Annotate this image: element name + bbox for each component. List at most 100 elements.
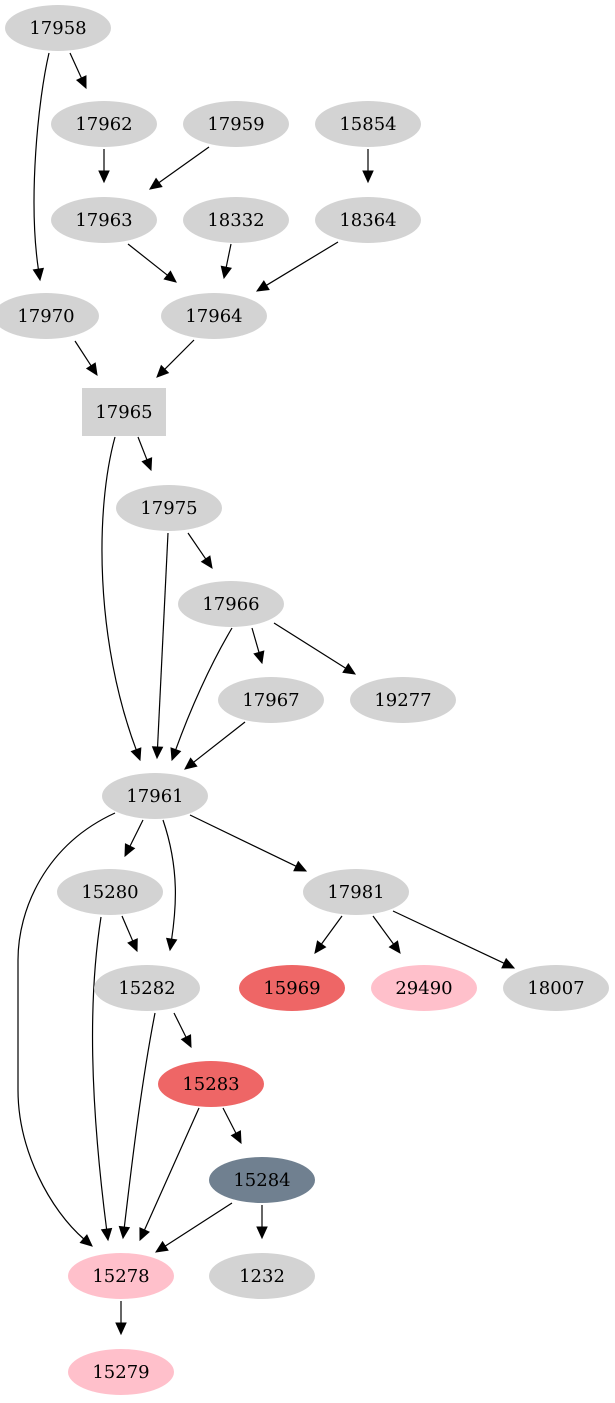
node-15854: 15854 bbox=[315, 101, 421, 147]
edge-18364-to-17964 bbox=[255, 241, 339, 292]
edge-15282-to-15278 bbox=[118, 1012, 156, 1240]
edge-15282-to-15283 bbox=[173, 1012, 192, 1049]
node-ellipse-shape bbox=[178, 581, 284, 627]
node-15284: 15284 bbox=[209, 1157, 315, 1203]
node-label: 18007 bbox=[527, 978, 584, 999]
edge-17961-to-15282 bbox=[162, 819, 178, 952]
edge-line bbox=[69, 52, 83, 80]
node-label: 17975 bbox=[140, 498, 197, 519]
edge-line bbox=[189, 814, 298, 868]
edge-line bbox=[74, 340, 93, 367]
node-label: 15279 bbox=[92, 1362, 149, 1383]
node-17981: 17981 bbox=[303, 869, 409, 915]
arrowhead-icon bbox=[124, 843, 136, 858]
arrowhead-icon bbox=[255, 280, 270, 292]
edge-line bbox=[163, 339, 195, 371]
node-17964: 17964 bbox=[161, 293, 267, 339]
edge-17961-to-15278 bbox=[17, 812, 116, 1247]
edge-17975-to-17961 bbox=[151, 532, 169, 760]
node-ellipse-shape bbox=[94, 965, 200, 1011]
node-15280: 15280 bbox=[57, 869, 163, 915]
node-ellipse-shape bbox=[315, 197, 421, 243]
edge-17961-to-15280 bbox=[124, 819, 144, 858]
edge-line bbox=[127, 243, 169, 277]
edge-line bbox=[17, 812, 116, 1240]
edge-line bbox=[123, 1012, 156, 1229]
edge-17962-to-17963 bbox=[98, 149, 110, 184]
edge-line bbox=[273, 622, 347, 670]
edge-17970-to-17965 bbox=[74, 340, 98, 377]
arrowhead-icon bbox=[200, 555, 213, 569]
edge-line bbox=[222, 1107, 237, 1135]
edge-15284-to-15278 bbox=[154, 1202, 233, 1253]
edge-line bbox=[137, 436, 148, 461]
arrowhead-icon bbox=[388, 940, 401, 954]
edge-17966-to-17961 bbox=[170, 627, 233, 762]
edge-line bbox=[251, 627, 260, 654]
edge-15283-to-15278 bbox=[139, 1107, 200, 1242]
arrowhead-icon bbox=[165, 937, 178, 952]
edge-line bbox=[225, 243, 232, 269]
node-ellipse-shape bbox=[68, 1349, 174, 1395]
node-ellipse-shape bbox=[371, 965, 477, 1011]
arrowhead-icon bbox=[151, 746, 164, 760]
node-ellipse-shape bbox=[315, 101, 421, 147]
node-17962: 17962 bbox=[51, 101, 157, 147]
node-18332: 18332 bbox=[183, 197, 289, 243]
node-17959: 17959 bbox=[183, 101, 289, 147]
arrowhead-icon bbox=[85, 362, 98, 377]
edge-17981-to-15969 bbox=[314, 915, 343, 954]
arrowhead-icon bbox=[118, 1225, 131, 1240]
node-17961: 17961 bbox=[102, 773, 208, 819]
edge-line bbox=[164, 1202, 233, 1248]
edge-17981-to-18007 bbox=[392, 910, 516, 969]
node-17963: 17963 bbox=[51, 197, 157, 243]
node-label: 15854 bbox=[339, 114, 396, 135]
node-label: 18364 bbox=[339, 210, 396, 231]
arrowhead-icon bbox=[149, 177, 163, 190]
arrowhead-icon bbox=[170, 747, 182, 762]
node-ellipse-shape bbox=[503, 965, 609, 1011]
node-label: 17962 bbox=[75, 114, 132, 135]
edge-line bbox=[392, 910, 506, 965]
edge-line bbox=[157, 146, 210, 184]
edge-line bbox=[101, 436, 138, 751]
node-ellipse-shape bbox=[350, 677, 456, 723]
arrowhead-icon bbox=[253, 650, 265, 665]
edge-17975-to-17966 bbox=[187, 532, 213, 569]
node-label: 17961 bbox=[126, 786, 183, 807]
edge-line bbox=[265, 241, 339, 287]
edge-line bbox=[174, 627, 233, 751]
node-15278: 15278 bbox=[68, 1253, 174, 1299]
arrowhead-icon bbox=[314, 940, 327, 954]
node-ellipse-shape bbox=[303, 869, 409, 915]
node-17965: 17965 bbox=[82, 388, 166, 436]
edge-line bbox=[320, 915, 343, 946]
arrowhead-icon bbox=[127, 938, 138, 953]
node-ellipse-shape bbox=[209, 1253, 315, 1299]
edge-15280-to-15282 bbox=[121, 915, 138, 953]
node-label: 15284 bbox=[233, 1170, 290, 1191]
node-15279: 15279 bbox=[68, 1349, 174, 1395]
edge-17958-to-17970 bbox=[32, 52, 50, 282]
arrowhead-icon bbox=[75, 75, 87, 90]
node-17975: 17975 bbox=[116, 485, 222, 531]
edge-line bbox=[187, 532, 207, 561]
edge-17965-to-17975 bbox=[137, 436, 153, 472]
edge-17965-to-17961 bbox=[101, 436, 142, 762]
edge-line bbox=[162, 819, 176, 941]
node-ellipse-shape bbox=[209, 1157, 315, 1203]
node-ellipse-shape bbox=[239, 965, 345, 1011]
edge-17966-to-17967 bbox=[251, 627, 265, 665]
arrowhead-icon bbox=[230, 1130, 242, 1145]
edges-layer bbox=[17, 52, 516, 1336]
node-label: 17966 bbox=[202, 594, 259, 615]
node-label: 17959 bbox=[207, 114, 264, 135]
edge-15280-to-15278 bbox=[91, 916, 113, 1242]
node-label: 17963 bbox=[75, 210, 132, 231]
arrowhead-icon bbox=[256, 1226, 268, 1240]
edge-15854-to-18364 bbox=[362, 149, 374, 184]
node-17966: 17966 bbox=[178, 581, 284, 627]
edge-15283-to-15284 bbox=[222, 1107, 242, 1145]
arrowhead-icon bbox=[163, 270, 177, 283]
